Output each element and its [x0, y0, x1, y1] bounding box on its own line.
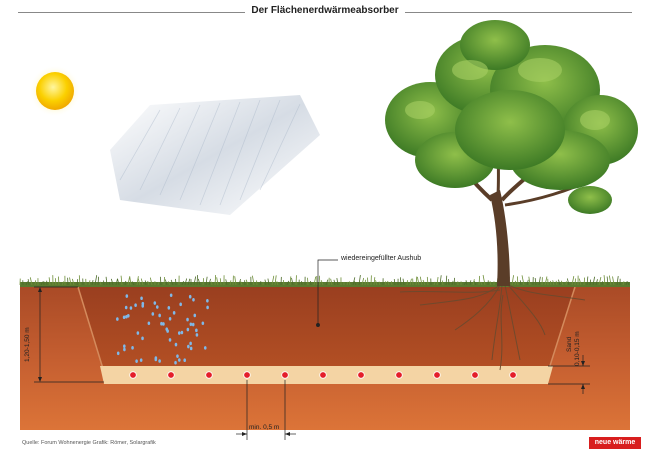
backfill-leader: [316, 259, 338, 327]
rain-haze: [110, 95, 320, 215]
water-drop: [158, 359, 161, 363]
water-drop: [178, 358, 181, 362]
sand-thickness-label: 0,10-0,15 m: [574, 331, 581, 366]
water-drop: [123, 347, 126, 352]
pipe-cross-section: [433, 371, 441, 379]
pipe-cross-section: [319, 371, 327, 379]
water-drop: [129, 306, 133, 310]
water-drop: [206, 305, 209, 310]
water-drop: [193, 313, 197, 318]
pipe-cross-section: [205, 371, 213, 379]
water-drop: [116, 351, 120, 356]
water-drop: [180, 330, 184, 335]
backfill-label: wiedereingefüllter Aushub: [341, 255, 422, 262]
water-drop: [123, 344, 126, 349]
water-drop: [124, 305, 128, 310]
water-drop: [125, 294, 129, 298]
water-drop: [174, 360, 177, 365]
water-drop: [201, 321, 205, 326]
water-drop: [151, 312, 155, 316]
water-drop: [189, 346, 193, 351]
water-drop: [192, 298, 195, 302]
spacing-label: min. 0,5 m: [249, 424, 280, 431]
water-drop: [116, 317, 119, 321]
water-drop: [189, 322, 193, 327]
water-drop: [135, 359, 138, 363]
water-drop: [191, 322, 195, 327]
sand-label: Sand: [566, 336, 573, 352]
soil-block: [20, 285, 630, 430]
water-drop: [155, 305, 159, 309]
source-credit: Quelle: Forum Wohnenergie Grafik: Römer,…: [22, 440, 156, 446]
water-drop: [189, 341, 192, 346]
water-drop: [186, 327, 190, 332]
pipe-cross-section: [243, 371, 251, 379]
pipe-cross-section: [509, 371, 517, 379]
water-drop: [158, 313, 161, 318]
water-drop: [136, 331, 140, 335]
water-drop: [139, 358, 143, 362]
rain-drops: [116, 293, 209, 365]
pipe-cross-section: [357, 371, 365, 379]
water-drop: [169, 293, 173, 298]
water-drop: [195, 333, 199, 337]
depth-label: 1,20-1,50 m: [24, 327, 31, 362]
water-drop: [179, 302, 182, 307]
water-drop: [162, 322, 165, 326]
water-drop: [168, 317, 172, 321]
water-drop: [153, 301, 157, 305]
water-drop: [183, 358, 187, 363]
collector-pipes: [129, 371, 517, 379]
pipe-cross-section: [129, 371, 137, 379]
water-drop: [154, 357, 158, 362]
pipe-cross-section: [281, 371, 289, 379]
pipe-cross-section: [167, 371, 175, 379]
water-drop: [165, 327, 169, 331]
water-drop: [141, 336, 144, 341]
water-drop: [187, 344, 190, 349]
water-drop: [147, 321, 151, 326]
sun-icon: [29, 65, 81, 117]
water-drop: [134, 303, 137, 307]
water-drop: [131, 346, 134, 350]
water-drop: [188, 294, 192, 299]
water-drop: [176, 354, 179, 358]
water-drop: [195, 328, 198, 333]
water-drop: [160, 321, 163, 326]
water-drop: [122, 315, 126, 320]
diagram-title: Der Flächenerdwärmeabsorber: [0, 5, 650, 16]
depth-dimension: [34, 286, 104, 383]
spacing-dimension: [236, 380, 296, 440]
water-drop: [206, 299, 209, 303]
water-drop: [203, 346, 207, 350]
water-drop: [127, 313, 130, 318]
brand-logo: neue wärme: [589, 437, 641, 449]
water-drop: [141, 304, 145, 308]
water-drop: [172, 311, 176, 315]
water-drop: [174, 342, 178, 347]
grass-line: [20, 282, 630, 287]
pipe-cross-section: [395, 371, 403, 379]
tree-icon: [385, 20, 638, 371]
water-drop: [167, 306, 171, 310]
water-drop: [140, 296, 143, 301]
water-drop: [177, 331, 181, 335]
water-drop: [168, 338, 172, 342]
water-drop: [186, 317, 189, 322]
sand-dimension: [548, 355, 590, 394]
pipe-cross-section: [471, 371, 479, 379]
